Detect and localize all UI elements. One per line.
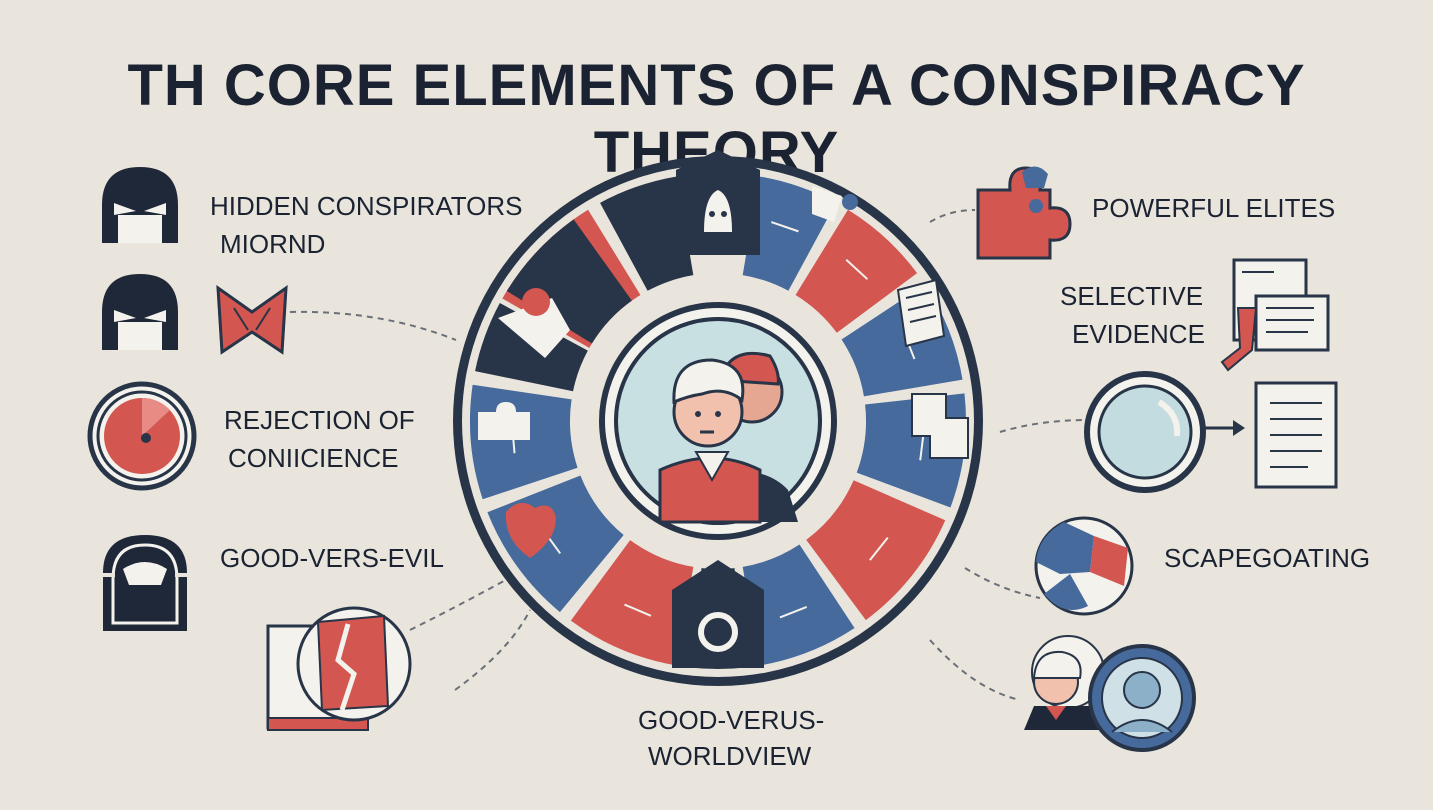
- connector-right-1: [929, 209, 976, 223]
- ring-segment: [600, 176, 694, 291]
- puzzle-piece-icon: [478, 402, 530, 440]
- label-powerful-elites: POWERFUL ELITES: [1092, 193, 1336, 223]
- connector-right-4: [929, 639, 1021, 701]
- puzzle-piece-icon: [911, 393, 969, 459]
- broken-heart-icon: [505, 502, 556, 558]
- label-rejection-line2: CONIICIENCE: [228, 443, 399, 473]
- puzzle-piece-icon: [812, 186, 858, 222]
- connector-right-2: [999, 419, 1089, 433]
- center-portrait: [599, 302, 837, 540]
- puzzle-circle-icon: [1034, 516, 1134, 616]
- label-hidden-conspirators: HIDDEN CONSPIRATORS: [210, 191, 523, 221]
- segment-detail: [779, 606, 808, 619]
- ring-segment: [475, 303, 588, 392]
- label-selective: SELECTIVE: [1060, 281, 1204, 311]
- segment-detail: [869, 537, 889, 561]
- puzzle-piece-icon: [976, 166, 1072, 260]
- label-scapegoating: SCAPEGOATING: [1164, 543, 1371, 573]
- magnifying-glass-icon: [1084, 371, 1245, 493]
- segment-detail: [845, 259, 869, 280]
- ghost-mask-icon: [704, 190, 732, 232]
- document-stamp-icon: [1220, 258, 1330, 372]
- ring-segment: [742, 544, 855, 666]
- ring-segment: [570, 540, 694, 666]
- bow-tie-icon: [216, 284, 288, 355]
- masked-head-icon: [102, 274, 178, 350]
- document-icon: [1254, 381, 1338, 489]
- ring-icon: [698, 612, 738, 652]
- pin-icon: [498, 288, 570, 358]
- masked-head-icon: [102, 167, 178, 243]
- label-hidden-conspirators-line2: MIORND: [220, 229, 326, 259]
- label-rejection: REJECTION OF: [224, 405, 415, 435]
- connector-left-3: [454, 609, 531, 691]
- label-worldview-line1: GOOD-VERUS-: [638, 705, 825, 735]
- ring-segment: [795, 209, 918, 333]
- document-icon: [896, 278, 946, 348]
- tombstone-mask-icon: [101, 535, 189, 631]
- broken-book-icon: [266, 606, 412, 731]
- ring-segment: [506, 219, 632, 344]
- connector-left-2: [409, 571, 521, 631]
- label-good-vs-evil: GOOD-VERS-EVIL: [220, 543, 444, 573]
- connector-right-3: [964, 567, 1041, 599]
- segment-detail: [624, 603, 652, 617]
- connector-left-1: [289, 310, 457, 341]
- red-gauge-icon: [87, 381, 197, 491]
- segment-detail: [770, 221, 799, 233]
- label-worldview-line2: WORLDVIEW: [648, 741, 812, 771]
- ring-segment: [806, 480, 946, 621]
- label-selective-line2: EVIDENCE: [1072, 319, 1205, 349]
- people-portrait-icon: [1088, 644, 1196, 752]
